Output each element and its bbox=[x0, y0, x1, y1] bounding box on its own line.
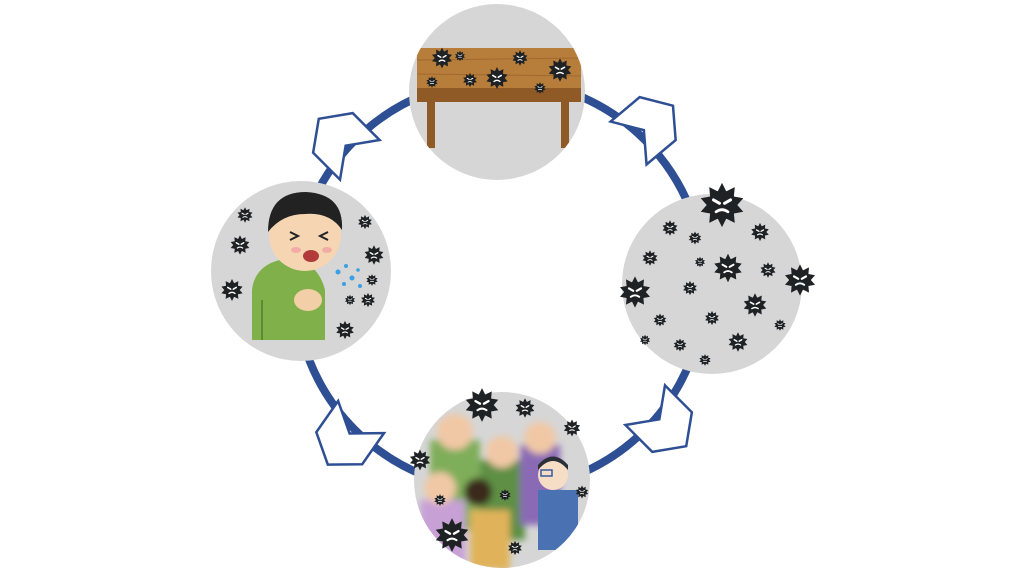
sneezing-boy-icon bbox=[252, 192, 362, 340]
arrow-top-left bbox=[311, 111, 383, 183]
arrow-bottom-left bbox=[314, 398, 387, 466]
node-table bbox=[409, 4, 585, 180]
node-sneeze bbox=[211, 181, 391, 361]
node-virus-cloud bbox=[618, 181, 817, 374]
arrow-bottom-right bbox=[622, 382, 694, 454]
arrow-top-right bbox=[607, 95, 677, 167]
node-crowd bbox=[409, 386, 590, 568]
table-with-viruses-icon bbox=[416, 46, 582, 148]
